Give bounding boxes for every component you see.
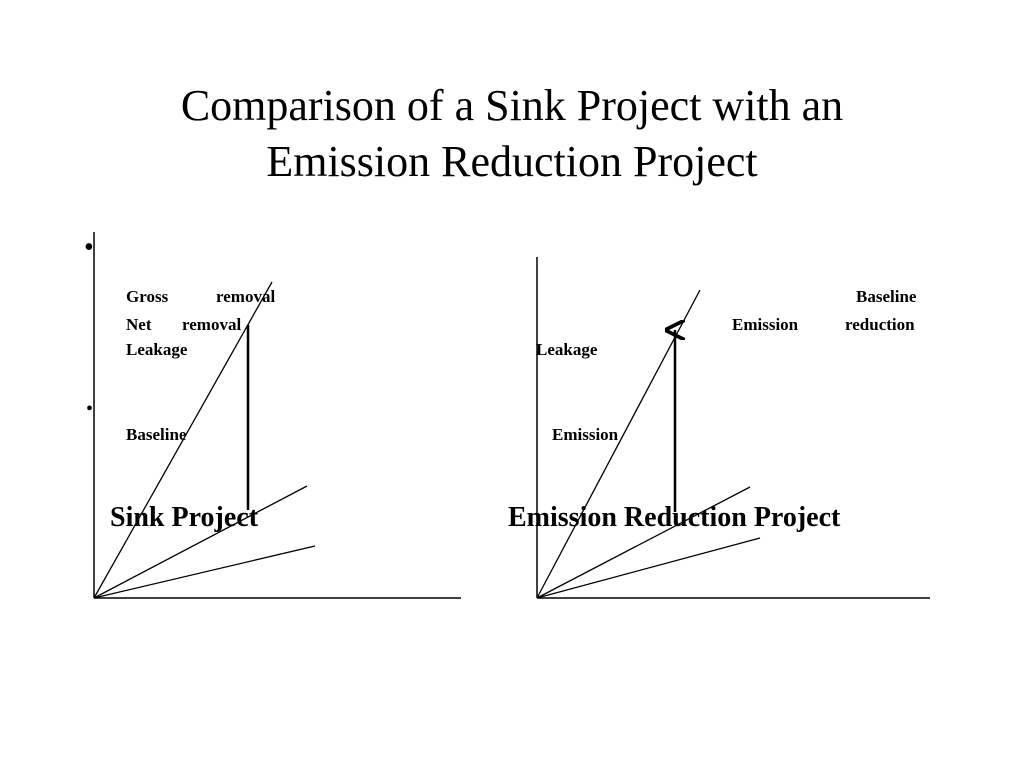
emission-reduction-caption: Emission Reduction Project	[508, 502, 841, 533]
sink-gross-removal-line	[93, 281, 273, 599]
emission-leakage-line	[536, 486, 751, 599]
sink-gross-label-word2: removal	[216, 287, 276, 306]
sink-net-label-word1: Net	[126, 315, 152, 334]
emission-reduction-label-word1: Emission	[732, 315, 799, 334]
slide-title: Comparison of a Sink Project with an Emi…	[62, 78, 962, 190]
sink-axes	[93, 232, 461, 599]
sink-lines	[93, 281, 316, 599]
emission-label: Emission	[552, 425, 619, 444]
sink-baseline-label: Baseline	[126, 425, 187, 444]
emission-reduction-label-word2: reduction	[845, 315, 915, 334]
emission-axes	[536, 257, 930, 599]
emission-line	[536, 537, 761, 599]
sink-baseline-line	[93, 545, 316, 599]
emission-leakage-label: Leakage	[536, 340, 598, 359]
bullet-2: •	[86, 398, 94, 420]
sink-leakage-label: Leakage	[126, 340, 188, 359]
emission-baseline-line	[536, 289, 701, 599]
title-line-2: Emission Reduction Project	[266, 137, 758, 186]
bullet-1: •	[84, 232, 94, 263]
sink-project-caption: Sink Project	[110, 502, 259, 533]
sink-gross-label-word1: Gross	[126, 287, 169, 306]
sink-net-label-word2: removal	[182, 315, 242, 334]
sink-net-removal-line	[93, 485, 308, 599]
emission-baseline-label: Baseline	[856, 287, 917, 306]
title-line-1: Comparison of a Sink Project with an	[180, 81, 844, 130]
emission-lines	[536, 289, 761, 599]
